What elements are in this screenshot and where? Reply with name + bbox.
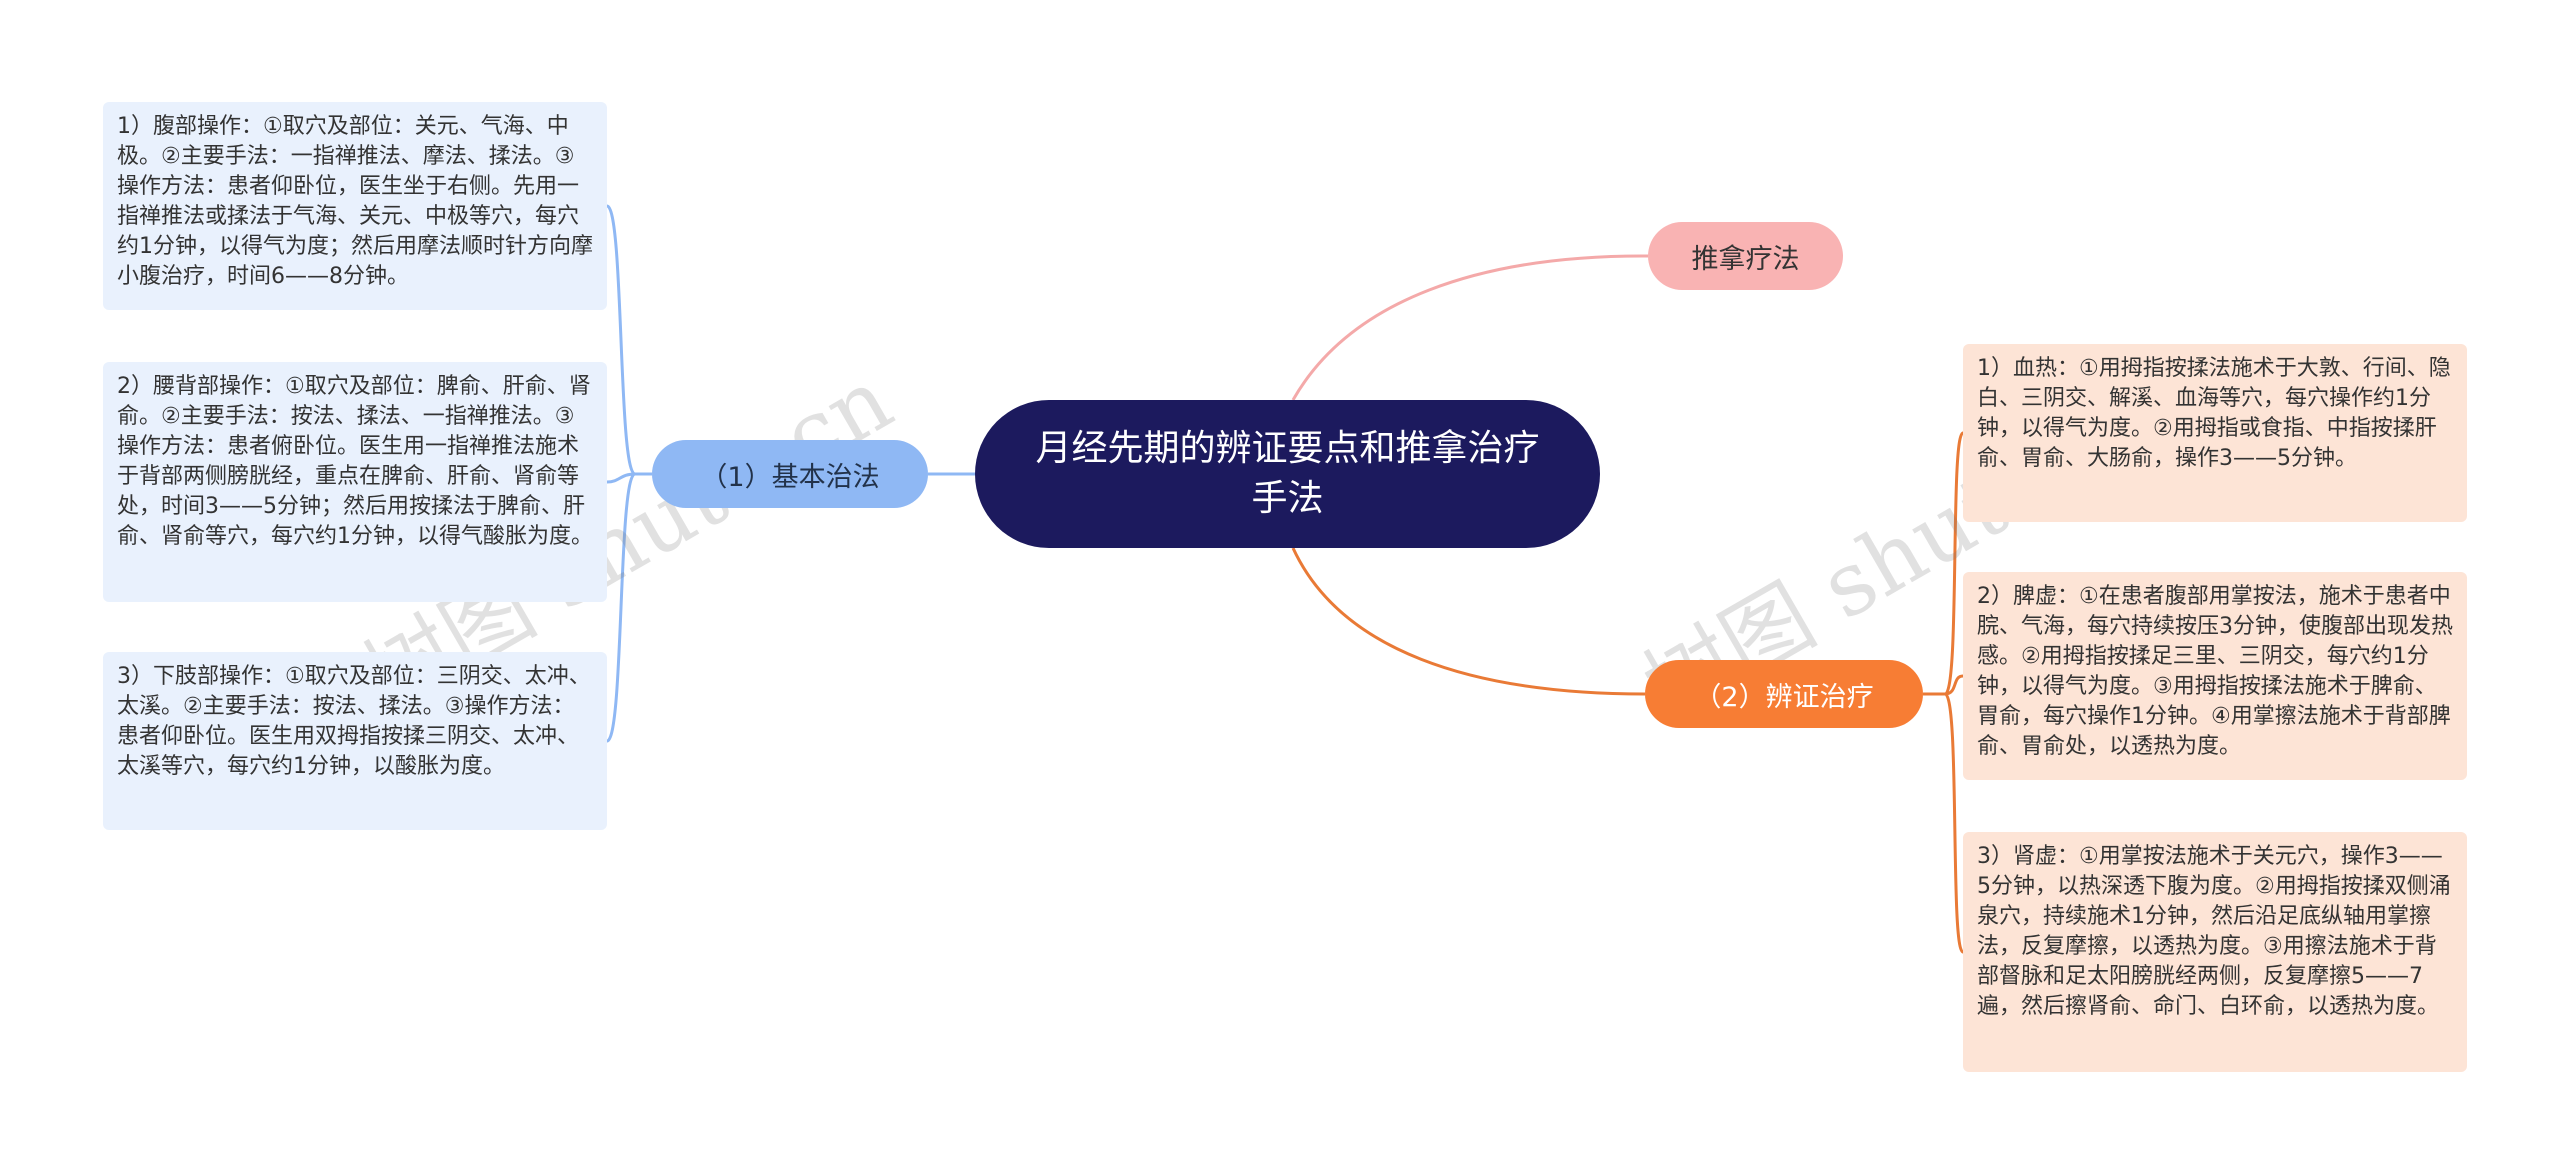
leaf-text: 1）腹部操作：①取穴及部位：关元、气海、中极。②主要手法：一指禅推法、摩法、揉法… <box>117 114 593 289</box>
topic-diag-label: （2）辨证治疗 <box>1694 681 1874 713</box>
leaf-abdomen[interactable]: 1）腹部操作：①取穴及部位：关元、气海、中极。②主要手法：一指禅推法、摩法、揉法… <box>103 102 607 310</box>
topic-basic-treatment[interactable]: （1）基本治法 <box>652 440 928 508</box>
leaf-kidney-deficiency[interactable]: 3）肾虚：①用掌按法施术于关元穴，操作3——5分钟，以热深透下腹为度。②用拇指按… <box>1963 832 2467 1072</box>
topic-basic-label: （1）基本治法 <box>700 461 880 493</box>
topic-tuina[interactable]: 推拿疗法 <box>1648 222 1843 290</box>
link-diag-bracket <box>1923 431 1965 954</box>
leaf-spleen-deficiency[interactable]: 2）脾虚：①在患者腹部用掌按法，施术于患者中脘、气海，每穴持续按压3分钟，使腹部… <box>1963 572 2467 780</box>
leaf-text: 2）腰背部操作：①取穴及部位：脾俞、肝俞、肾俞。②主要手法：按法、揉法、一指禅推… <box>117 374 593 549</box>
leaf-blood-heat[interactable]: 1）血热：①用拇指按揉法施术于大敦、行间、隐白、三阴交、解溪、血海等穴，每穴操作… <box>1963 344 2467 522</box>
link-basic-bracket <box>605 204 652 743</box>
leaf-lower-back[interactable]: 2）腰背部操作：①取穴及部位：脾俞、肝俞、肾俞。②主要手法：按法、揉法、一指禅推… <box>103 362 607 602</box>
topic-tuina-label: 推拿疗法 <box>1691 243 1800 275</box>
leaf-text: 3）下肢部操作：①取穴及部位：三阴交、太冲、太溪。②主要手法：按法、揉法。③操作… <box>117 664 591 779</box>
root-topic[interactable]: 月经先期的辨证要点和推拿治疗手法 <box>975 400 1600 548</box>
topic-differentiation-treatment[interactable]: （2）辨证治疗 <box>1645 660 1923 728</box>
leaf-lower-limb[interactable]: 3）下肢部操作：①取穴及部位：三阴交、太冲、太溪。②主要手法：按法、揉法。③操作… <box>103 652 607 830</box>
leaf-text: 3）肾虚：①用掌按法施术于关元穴，操作3——5分钟，以热深透下腹为度。②用拇指按… <box>1977 844 2451 1019</box>
root-title: 月经先期的辨证要点和推拿治疗手法 <box>1035 428 1540 519</box>
leaf-text: 2）脾虚：①在患者腹部用掌按法，施术于患者中脘、气海，每穴持续按压3分钟，使腹部… <box>1977 584 2453 759</box>
leaf-text: 1）血热：①用拇指按揉法施术于大敦、行间、隐白、三阴交、解溪、血海等穴，每穴操作… <box>1977 356 2451 471</box>
link-root-diag <box>1291 547 1646 696</box>
link-root-tuina <box>1291 254 1649 401</box>
